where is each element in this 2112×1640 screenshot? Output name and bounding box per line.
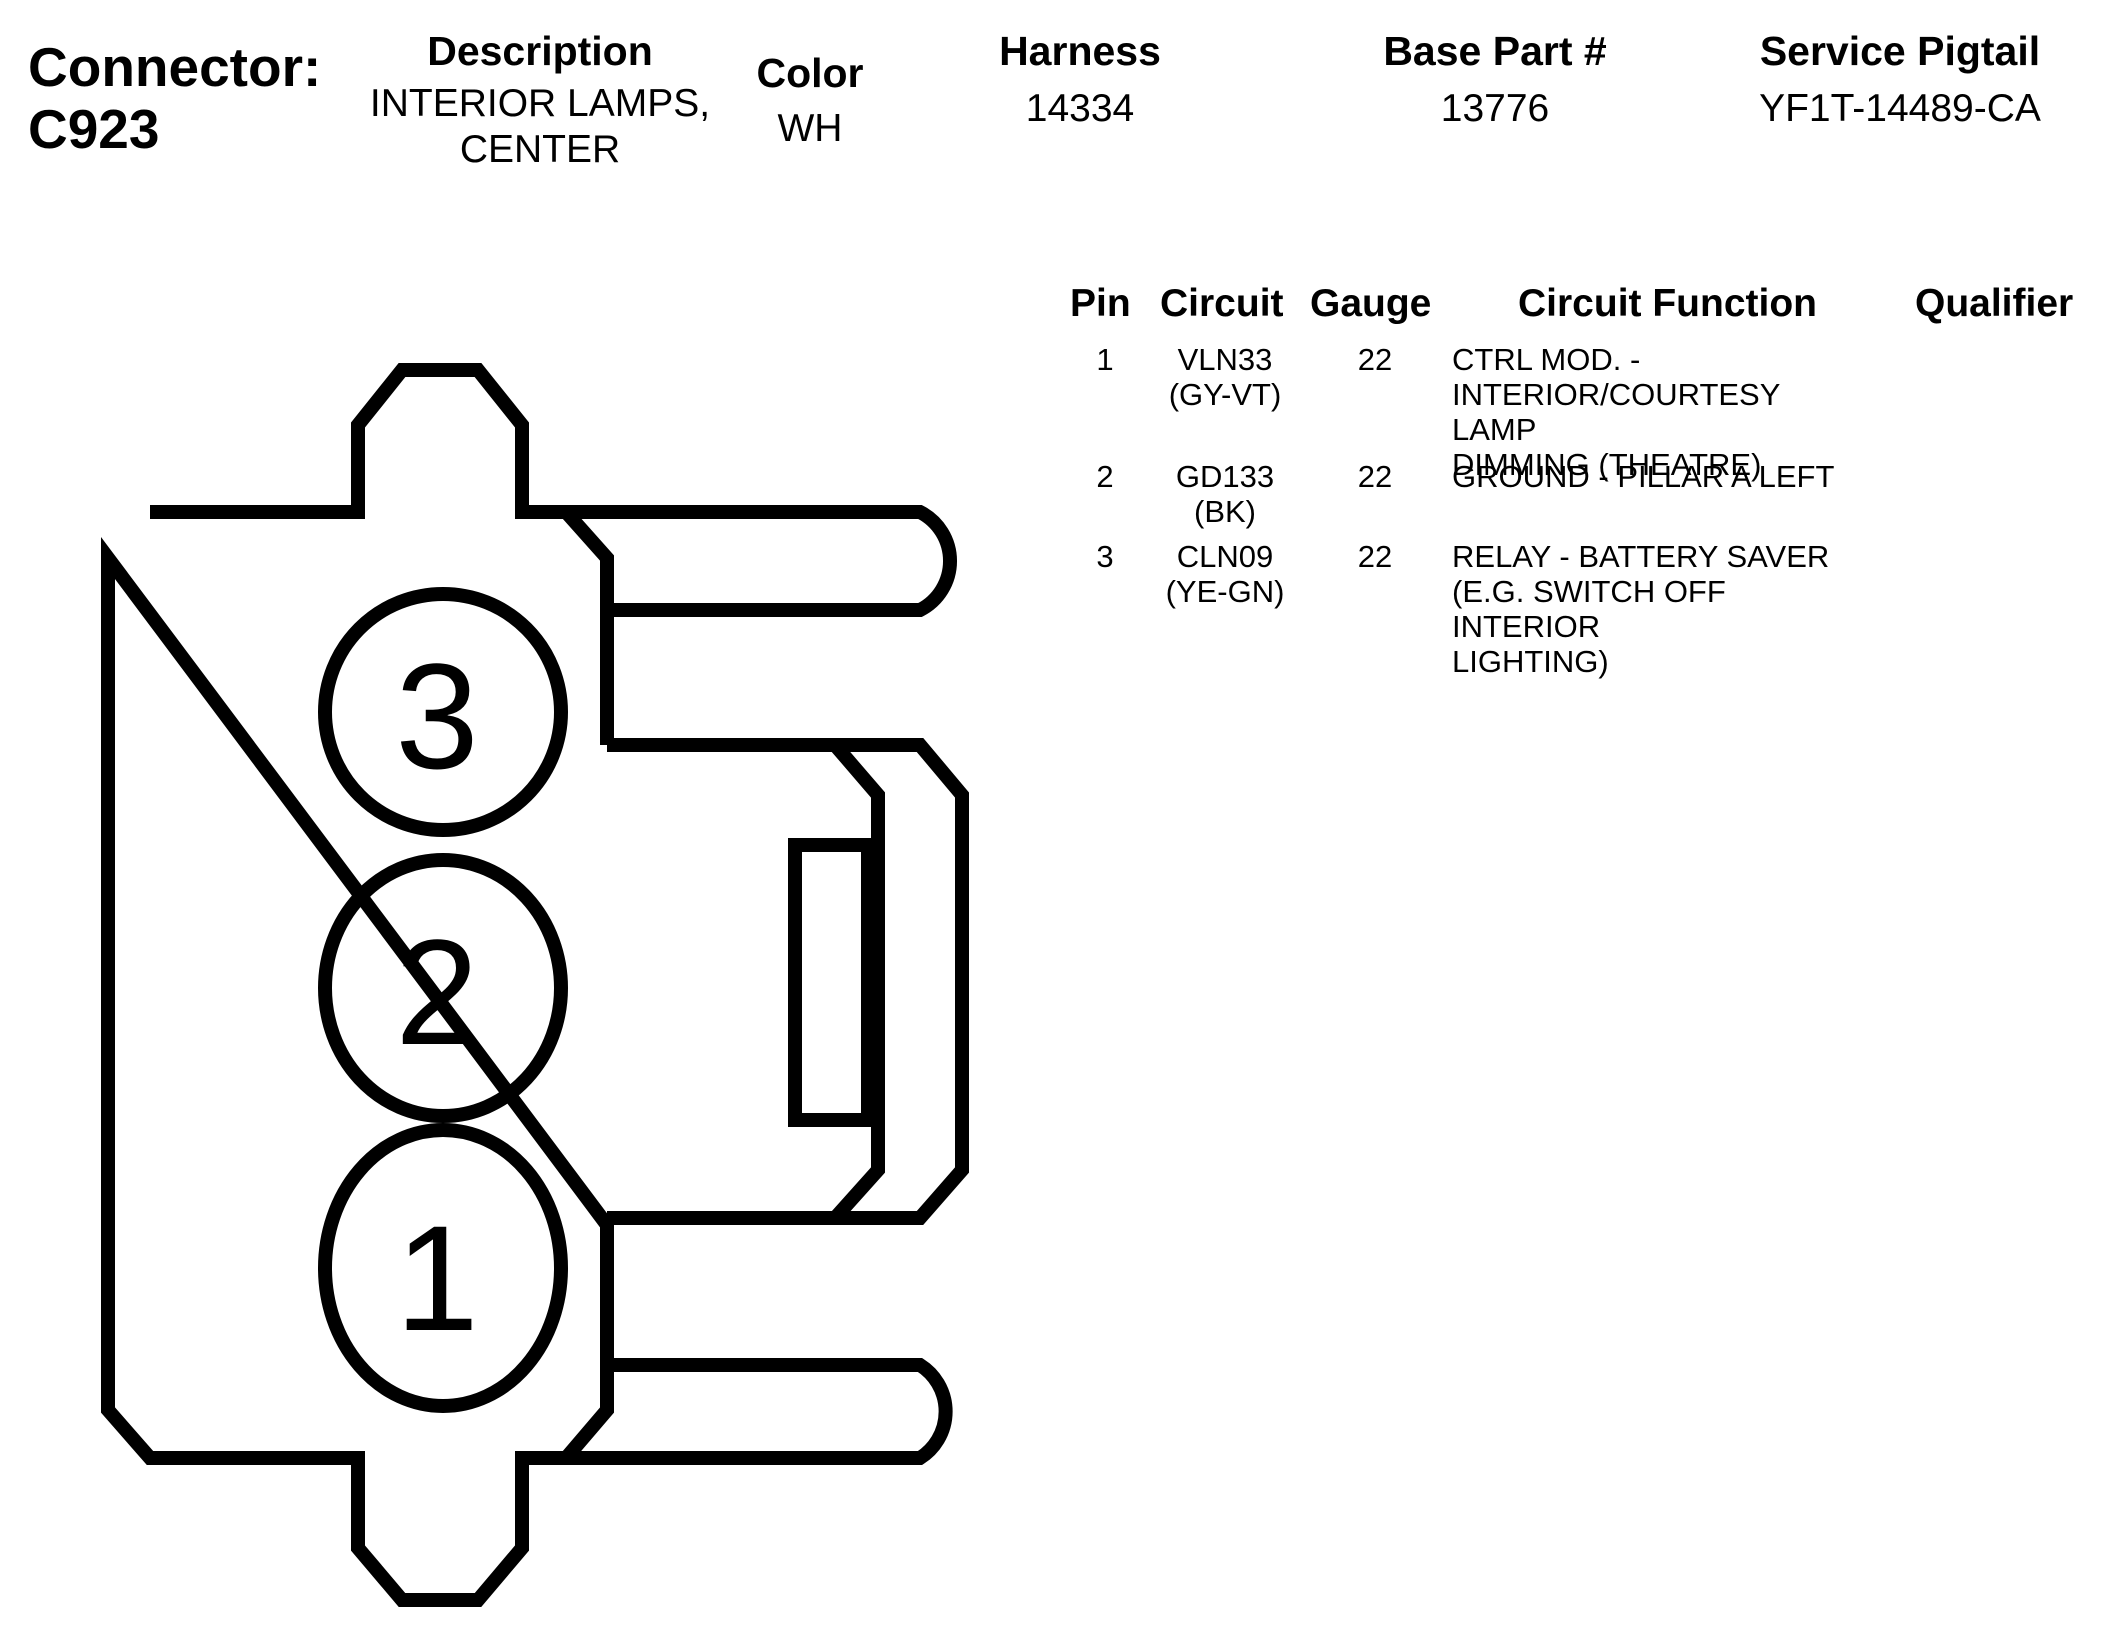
pin-cavity-1: [318, 1123, 568, 1413]
row3-circuit-id: CLN09: [1176, 539, 1274, 574]
description-value-line2: CENTER: [459, 128, 621, 171]
row1-function: CTRL MOD. - INTERIOR/COURTESY LAMP DIMMI…: [1452, 342, 1872, 482]
description-value-line1: INTERIOR LAMPS,: [369, 82, 711, 125]
row1-circuit: VLN33 (GY-VT): [1140, 342, 1310, 412]
row1-function-line: INTERIOR/COURTESY LAMP: [1452, 377, 1780, 447]
connector-title: Connector: C923: [28, 36, 321, 160]
pin-cavity-3: [318, 587, 568, 837]
base-part-block: Base Part # 13776: [1340, 28, 1650, 131]
row1-circuit-color: (GY-VT): [1168, 377, 1282, 412]
connector-housing-outline: [101, 363, 614, 1607]
row3-pin: 3: [1096, 539, 1114, 574]
row3-circuit-color: (YE-GN): [1165, 574, 1285, 609]
pin-label-3: 3: [395, 632, 478, 800]
service-pigtail-label: Service Pigtail: [1759, 28, 2041, 74]
base-part-label: Base Part #: [1383, 28, 1607, 74]
col-function-header: Circuit Function: [1518, 282, 1817, 325]
lock-window: [788, 838, 875, 1127]
lock-bracket-outer: [607, 738, 969, 1225]
row2-circuit: GD133 (BK): [1140, 459, 1310, 529]
pin-label-1: 1: [395, 1194, 478, 1362]
row2-circuit-id: GD133: [1175, 459, 1275, 494]
row2-circuit-color: (BK): [1194, 494, 1256, 529]
row2-function-line: GROUND - PILLAR A LEFT: [1452, 459, 1835, 494]
pin-label-2: 2: [395, 908, 478, 1076]
row2-gauge: 22: [1357, 459, 1393, 494]
row2-pin: 2: [1096, 459, 1114, 494]
row3-gauge: 22: [1357, 539, 1393, 574]
color-label: Color: [756, 50, 864, 96]
row2-function: GROUND - PILLAR A LEFT: [1452, 459, 1872, 494]
harness-block: Harness 14334: [960, 28, 1200, 131]
col-circuit-header: Circuit: [1160, 282, 1284, 325]
row1-function-line: DIMMING (THEATRE): [1452, 447, 1762, 482]
upper-latch-tab: [522, 505, 958, 617]
row1-pin: 1: [1096, 342, 1114, 377]
lower-latch-tab: [522, 1358, 953, 1465]
col-pin-header: Pin: [1070, 282, 1131, 325]
col-gauge-header: Gauge: [1310, 282, 1432, 325]
row3-circuit: CLN09 (YE-GN): [1140, 539, 1310, 609]
row1-circuit-id: VLN33: [1177, 342, 1273, 377]
color-block: Color WH: [740, 50, 880, 151]
lock-bracket-inner: [829, 740, 885, 1223]
harness-label: Harness: [999, 28, 1161, 74]
pin-cavity-2: [318, 853, 568, 1123]
connector-label: Connector:: [28, 36, 322, 98]
row3-function: RELAY - BATTERY SAVER (E.G. SWITCH OFF I…: [1452, 539, 1872, 679]
color-value: WH: [777, 107, 843, 150]
row1-gauge: 22: [1357, 342, 1393, 377]
harness-value: 14334: [1025, 87, 1135, 130]
row3-function-line: LIGHTING): [1452, 644, 1609, 679]
row3-function-line: RELAY - BATTERY SAVER: [1452, 539, 1830, 574]
row1-function-line: CTRL MOD. -: [1452, 342, 1641, 377]
service-pigtail-value: YF1T-14489-CA: [1759, 87, 2041, 130]
row3-function-line: (E.G. SWITCH OFF INTERIOR: [1452, 574, 1726, 644]
description-block: Description INTERIOR LAMPS, CENTER: [345, 28, 735, 173]
description-label: Description: [427, 28, 653, 74]
base-part-value: 13776: [1440, 87, 1550, 130]
col-qualifier-header: Qualifier: [1915, 282, 2074, 325]
service-pigtail-block: Service Pigtail YF1T-14489-CA: [1710, 28, 2090, 131]
connector-id: C923: [28, 98, 160, 160]
